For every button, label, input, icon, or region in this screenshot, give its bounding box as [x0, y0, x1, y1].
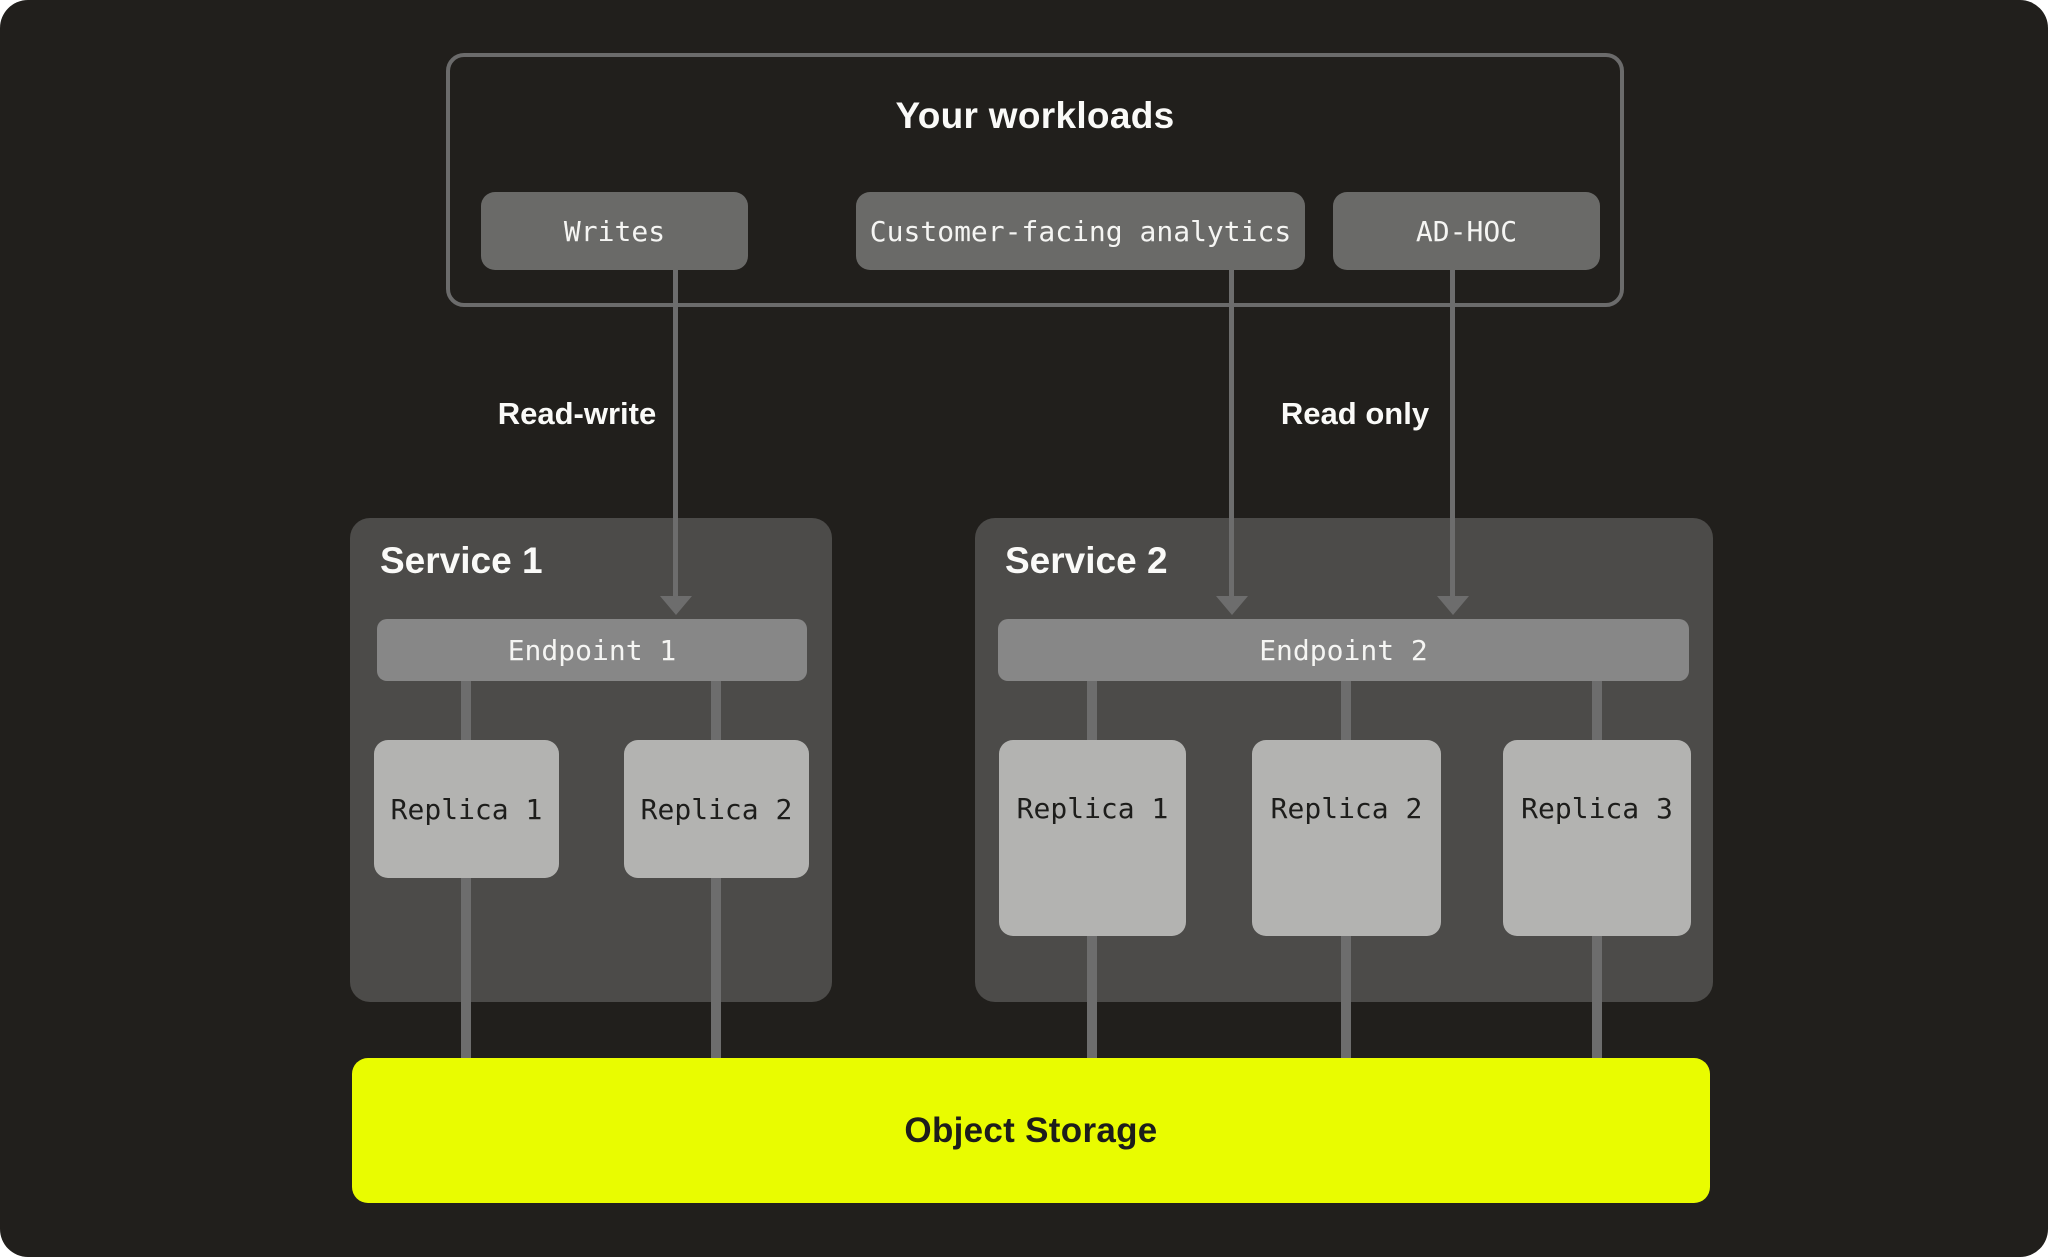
- arrow-head-adhoc-to-endpoint-2: [1437, 596, 1469, 615]
- service-2-replica-3: Replica 3: [1503, 740, 1691, 936]
- arrow-line-writes-to-endpoint-1: [673, 270, 678, 596]
- service-2-replica-1: Replica 1: [999, 740, 1186, 936]
- endpoint-1: Endpoint 1: [377, 619, 807, 681]
- service-1-replica-1: Replica 1: [374, 740, 559, 878]
- object-storage-bar: Object Storage: [352, 1058, 1710, 1203]
- service-2-title: Service 2: [1005, 540, 1168, 581]
- arrow-line-analytics-to-endpoint-2: [1229, 270, 1234, 596]
- arrow-head-analytics-to-endpoint-2: [1216, 596, 1248, 615]
- service-1-replica-2: Replica 2: [624, 740, 809, 878]
- arrow-head-writes-to-endpoint-1: [660, 596, 692, 615]
- edge-label-read-only: Read only: [1280, 396, 1430, 431]
- endpoint-2: Endpoint 2: [998, 619, 1689, 681]
- edge-label-read-write: Read-write: [497, 396, 657, 431]
- workload-pill-customer-facing-analytics: Customer-facing analytics: [856, 192, 1305, 270]
- workloads-panel: Your workloads: [446, 53, 1624, 307]
- service-1-title: Service 1: [380, 540, 543, 581]
- workloads-title: Your workloads: [895, 95, 1175, 136]
- workload-pill-writes: Writes: [481, 192, 748, 270]
- arrow-line-adhoc-to-endpoint-2: [1450, 270, 1455, 596]
- service-2-replica-2: Replica 2: [1252, 740, 1441, 936]
- workload-pill-ad-hoc: AD-HOC: [1333, 192, 1600, 270]
